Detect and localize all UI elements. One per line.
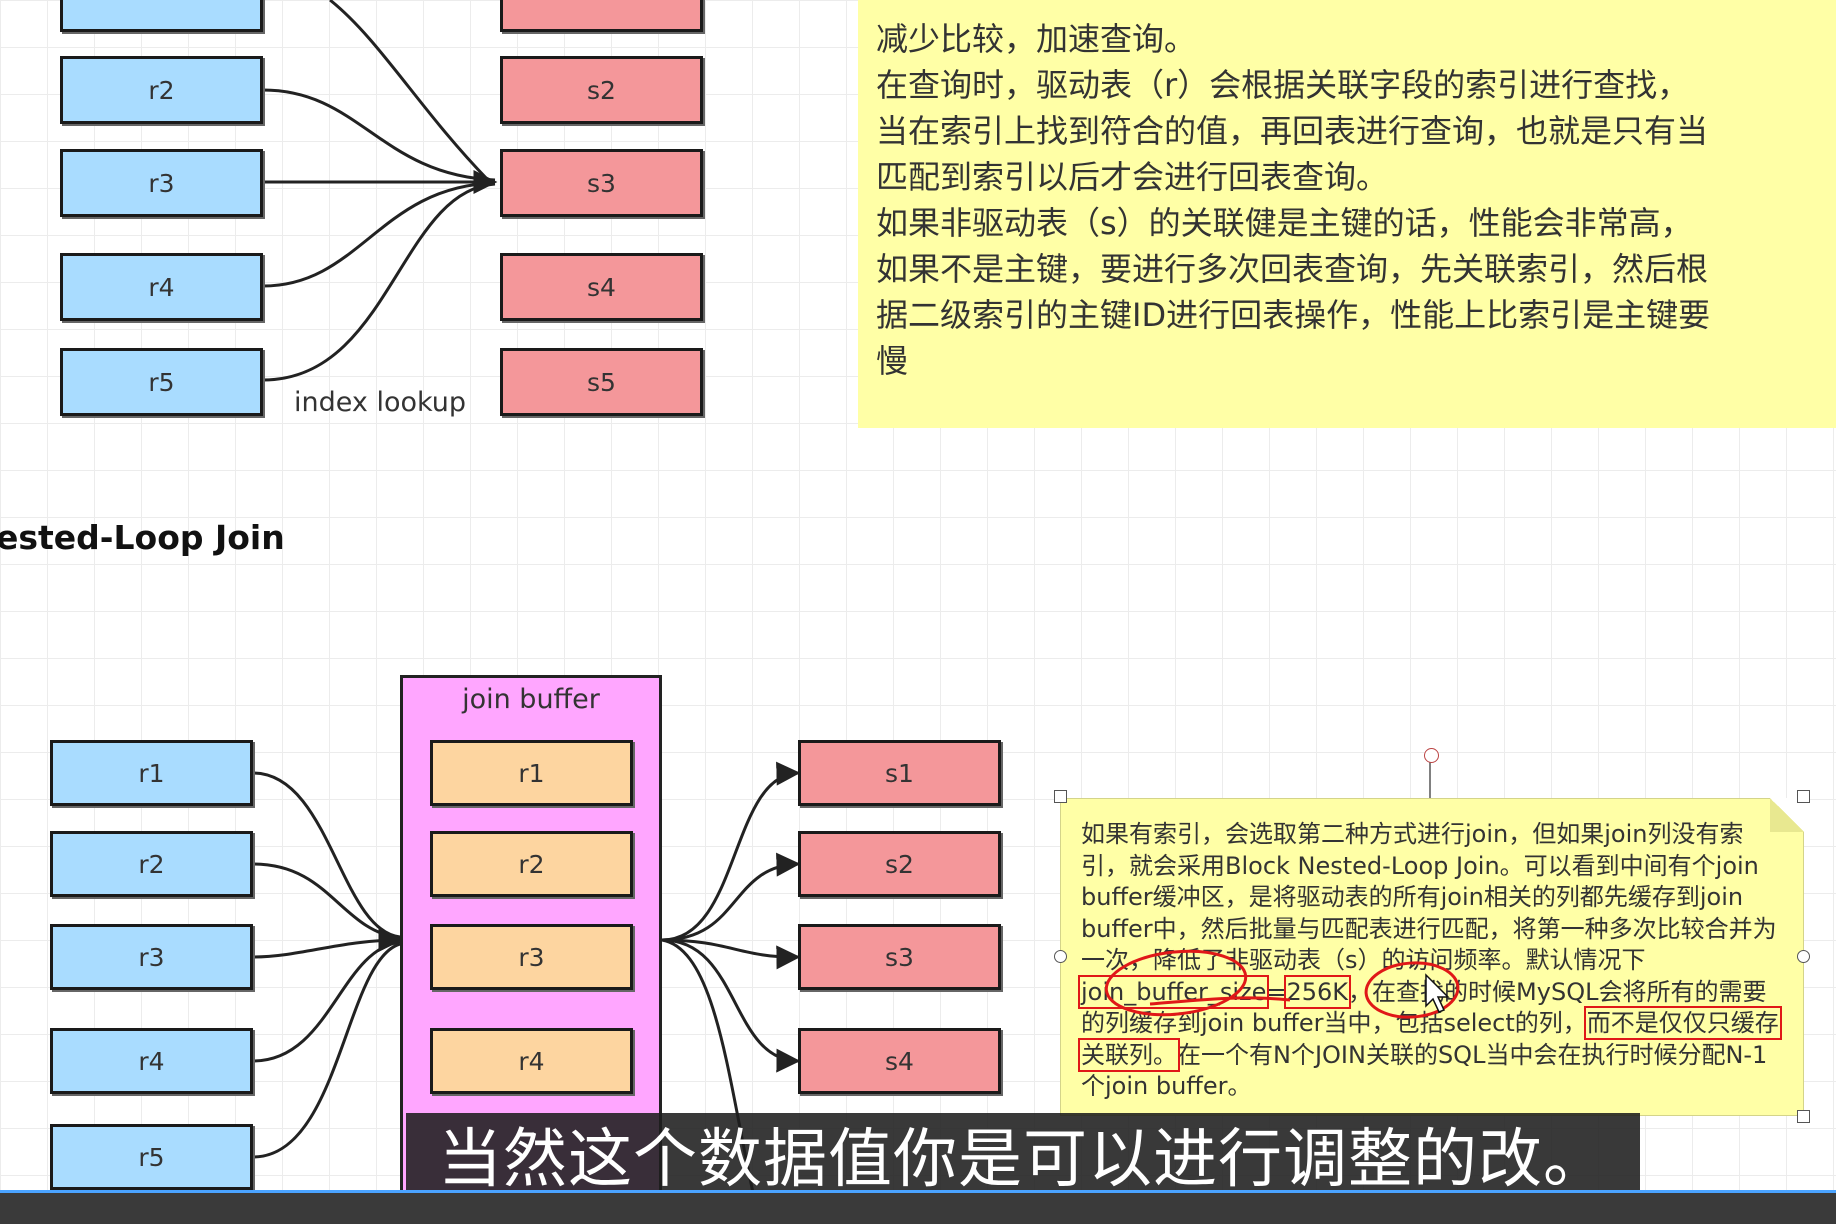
buffer-row[interactable]: r1 bbox=[430, 740, 633, 806]
driving-row[interactable]: r3 bbox=[50, 924, 253, 990]
buffer-row[interactable]: r4 bbox=[430, 1028, 633, 1094]
note-line: 如果非驱动表（s）的关联健是主键的话，性能会非常高， bbox=[876, 204, 1693, 242]
lookup-row[interactable]: s2 bbox=[798, 831, 1001, 897]
note-text: 在一个有N个JOIN关联的SQL当中会在执行时候分配N-1个join buffe… bbox=[1081, 1040, 1768, 1101]
note-bottom[interactable]: 如果有索引，会选取第二种方式进行join，但如果join列没有索引，就会采用Bl… bbox=[1060, 798, 1804, 1116]
driving-row[interactable]: r3 bbox=[60, 149, 263, 217]
driving-row-partial[interactable] bbox=[60, 0, 263, 32]
note-line: 据二级索引的主键ID进行回表操作，性能上比索引是主键要 bbox=[876, 296, 1711, 334]
note-fold-corner bbox=[1770, 798, 1804, 832]
lookup-row[interactable]: s4 bbox=[500, 253, 703, 321]
driving-row[interactable]: r4 bbox=[60, 253, 263, 321]
lookup-row[interactable]: s3 bbox=[500, 149, 703, 217]
note-top[interactable]: 减少比较，加速查询。 在查询时，驱动表（r）会根据关联字段的索引进行查找， 当在… bbox=[858, 0, 1836, 428]
buffer-row[interactable]: r2 bbox=[430, 831, 633, 897]
edge-label: index lookup bbox=[294, 387, 467, 418]
driving-row[interactable]: r4 bbox=[50, 1028, 253, 1094]
lookup-row[interactable]: s2 bbox=[500, 56, 703, 124]
lookup-row-partial[interactable] bbox=[500, 0, 703, 32]
driving-row[interactable]: r5 bbox=[60, 348, 263, 416]
highlight-config-value: 256K bbox=[1283, 974, 1352, 1009]
note-text: ，在查找的时候MySQL会将所有的需要的列缓存到join buffer当中，包括… bbox=[1081, 977, 1767, 1038]
resize-handle-ne[interactable] bbox=[1797, 790, 1810, 803]
resize-handle-e[interactable] bbox=[1797, 950, 1810, 963]
driving-row[interactable]: r1 bbox=[50, 740, 253, 806]
note-line: 在查询时，驱动表（r）会根据关联字段的索引进行查找， bbox=[876, 66, 1690, 104]
note-line: 如果不是主键，要进行多次回表查询，先关联索引，然后根 bbox=[876, 250, 1709, 288]
lookup-row[interactable]: s4 bbox=[798, 1028, 1001, 1094]
rotate-handle[interactable] bbox=[1424, 748, 1439, 763]
highlight-emphasis: 而不是仅仅只缓存关联列。 bbox=[1078, 1006, 1782, 1072]
buffer-row[interactable]: r3 bbox=[430, 924, 633, 990]
join-buffer-title: join buffer bbox=[462, 684, 600, 715]
driving-row[interactable]: r5 bbox=[50, 1124, 253, 1190]
video-subtitle: 当然这个数据值你是可以进行调整的改。 bbox=[406, 1113, 1640, 1197]
lookup-row[interactable]: s5 bbox=[500, 348, 703, 416]
driving-row[interactable]: r2 bbox=[50, 831, 253, 897]
resize-handle-w[interactable] bbox=[1054, 950, 1067, 963]
video-progress-bar[interactable] bbox=[0, 1190, 1836, 1224]
lookup-row[interactable]: s1 bbox=[798, 740, 1001, 806]
section-title: ested-Loop Join bbox=[0, 518, 285, 557]
note-line: 减少比较，加速查询。 bbox=[876, 20, 1197, 58]
video-progress-line bbox=[0, 1190, 1836, 1193]
resize-handle-nw[interactable] bbox=[1054, 790, 1067, 803]
note-line: 当在索引上找到符合的值，再回表进行查询，也就是只有当 bbox=[876, 112, 1709, 150]
driving-row[interactable]: r2 bbox=[60, 56, 263, 124]
lookup-row[interactable]: s3 bbox=[798, 924, 1001, 990]
resize-handle-se[interactable] bbox=[1797, 1110, 1810, 1123]
note-line: 慢 bbox=[876, 342, 909, 380]
note-line: 匹配到索引以后才会进行回表查询。 bbox=[876, 158, 1389, 196]
